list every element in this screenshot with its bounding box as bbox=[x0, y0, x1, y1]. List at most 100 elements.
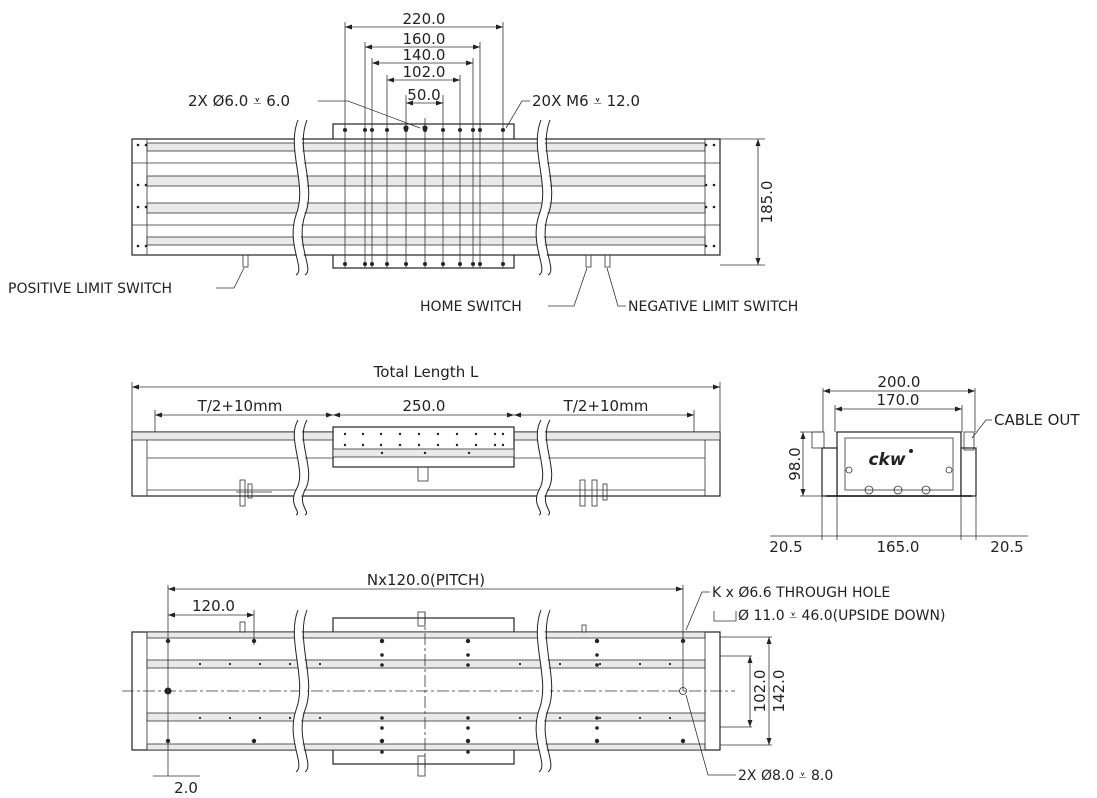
dim-140: 140.0 bbox=[403, 46, 446, 64]
hole-mark bbox=[598, 716, 602, 720]
dim-220: 220.0 bbox=[403, 10, 446, 28]
hole-mark bbox=[228, 716, 232, 720]
dim-50: 50.0 bbox=[407, 86, 440, 104]
hole-mark bbox=[598, 662, 602, 666]
hole-mark bbox=[417, 432, 421, 436]
hole-mark bbox=[668, 716, 672, 720]
hole-mark bbox=[712, 183, 716, 187]
mount-hole bbox=[594, 738, 600, 744]
bottom-view: Nx120.0(PITCH) 120.0 K x Ø6.6 THROUGH HO… bbox=[122, 571, 945, 797]
hole-mark bbox=[379, 443, 383, 447]
hole-mark bbox=[288, 716, 292, 720]
hole-mark bbox=[288, 662, 292, 666]
hole-mark bbox=[436, 432, 440, 436]
hole-mark bbox=[136, 205, 140, 209]
hole-mark bbox=[144, 183, 148, 187]
dim-20-5-right: 20.5 bbox=[990, 538, 1023, 556]
pitch-label: Nx120.0(PITCH) bbox=[367, 571, 485, 589]
hole-mark bbox=[318, 662, 322, 666]
mount-hole bbox=[379, 738, 385, 744]
dim-142: 142.0 bbox=[770, 670, 788, 713]
positive-limit-label: POSITIVE LIMIT SWITCH bbox=[8, 281, 172, 297]
hole-mark bbox=[144, 205, 148, 209]
hole-mark bbox=[343, 432, 347, 436]
hole-mark bbox=[712, 143, 716, 147]
hole-mark bbox=[417, 443, 421, 447]
hole-mark bbox=[398, 443, 402, 447]
hole-mark bbox=[638, 716, 642, 720]
cable-out-label: CABLE OUT bbox=[994, 411, 1080, 429]
left-travel-label: T/2+10mm bbox=[197, 397, 283, 415]
callout-holes: 2X Ø6.0 ⩡ 6.0 bbox=[188, 92, 290, 110]
mount-hole bbox=[466, 716, 470, 720]
dim-98: 98.0 bbox=[786, 447, 804, 480]
hole-mark bbox=[136, 244, 140, 248]
hole-mark bbox=[361, 432, 365, 436]
hole-mark bbox=[455, 432, 459, 436]
hole-mark bbox=[704, 183, 708, 187]
mount-hole bbox=[595, 653, 599, 657]
brand-logo: ckw bbox=[868, 450, 905, 470]
hole-mark bbox=[136, 143, 140, 147]
hole-mark bbox=[704, 143, 708, 147]
hole-mark bbox=[474, 443, 478, 447]
hole-mark bbox=[144, 143, 148, 147]
top-view: 220.0 160.0 140.0 102.0 50.0 185.0 2X Ø6… bbox=[8, 10, 798, 315]
hole-mark bbox=[423, 451, 427, 455]
hole-mark bbox=[518, 716, 522, 720]
negative-limit-label: NEGATIVE LIMIT SWITCH bbox=[628, 299, 798, 315]
side-view: Total Length L T/2+10mm 250.0 T/2+10mm bbox=[131, 363, 721, 519]
hole-mark bbox=[501, 443, 505, 447]
dim-200: 200.0 bbox=[878, 373, 921, 391]
hole-mark bbox=[398, 432, 402, 436]
hole-mark bbox=[379, 432, 383, 436]
hole-mark bbox=[361, 443, 365, 447]
hole-mark bbox=[455, 443, 459, 447]
hole-mark bbox=[712, 244, 716, 248]
hole-mark bbox=[704, 244, 708, 248]
hole-mark bbox=[712, 205, 716, 209]
hole-mark bbox=[474, 432, 478, 436]
dim-20-5-left: 20.5 bbox=[769, 538, 802, 556]
hole-mark bbox=[144, 244, 148, 248]
mount-hole bbox=[251, 738, 257, 744]
first-hole-label: 120.0 bbox=[192, 597, 235, 615]
mount-hole bbox=[466, 726, 470, 730]
dim-102-bottom: 102.0 bbox=[751, 670, 769, 713]
dowel-label: 2X Ø8.0 ⩡ 8.0 bbox=[738, 768, 833, 784]
hole-mark bbox=[668, 662, 672, 666]
total-length-label: Total Length L bbox=[373, 363, 479, 381]
hole-mark bbox=[638, 662, 642, 666]
hole-mark bbox=[518, 662, 522, 666]
hole-mark bbox=[258, 716, 262, 720]
hole-mark bbox=[558, 716, 562, 720]
mount-hole bbox=[595, 663, 599, 667]
mount-hole bbox=[595, 726, 599, 730]
mount-hole bbox=[595, 716, 599, 720]
end-view: ckw 200.0 170.0 98.0 CABLE OUT 20.5 165.… bbox=[769, 373, 1080, 556]
mount-hole bbox=[380, 726, 384, 730]
dim-185: 185.0 bbox=[758, 181, 776, 224]
mount-hole bbox=[680, 738, 686, 744]
dim-160: 160.0 bbox=[403, 30, 446, 48]
mount-hole bbox=[379, 638, 385, 644]
hole-mark bbox=[136, 183, 140, 187]
hole-mark bbox=[558, 662, 562, 666]
hole-mark bbox=[493, 432, 497, 436]
mount-hole bbox=[465, 638, 471, 644]
counterbore-label: Ø 11.0 ⩡ 46.0(UPSIDE DOWN) bbox=[738, 608, 945, 624]
hole-mark bbox=[436, 443, 440, 447]
hole-mark bbox=[501, 432, 505, 436]
hole-mark bbox=[704, 205, 708, 209]
edge-offset-label: 2.0 bbox=[174, 779, 198, 797]
hole-mark bbox=[467, 451, 471, 455]
dim-165: 165.0 bbox=[877, 538, 920, 556]
mount-hole bbox=[466, 653, 470, 657]
callout-threads: 20X M6 ⩡ 12.0 bbox=[532, 92, 640, 110]
mount-hole bbox=[380, 663, 384, 667]
hole-mark bbox=[258, 662, 262, 666]
hole-mark bbox=[198, 662, 202, 666]
dim-170: 170.0 bbox=[877, 391, 920, 409]
through-hole-label: K x Ø6.6 THROUGH HOLE bbox=[712, 585, 890, 601]
mount-hole bbox=[380, 750, 384, 754]
